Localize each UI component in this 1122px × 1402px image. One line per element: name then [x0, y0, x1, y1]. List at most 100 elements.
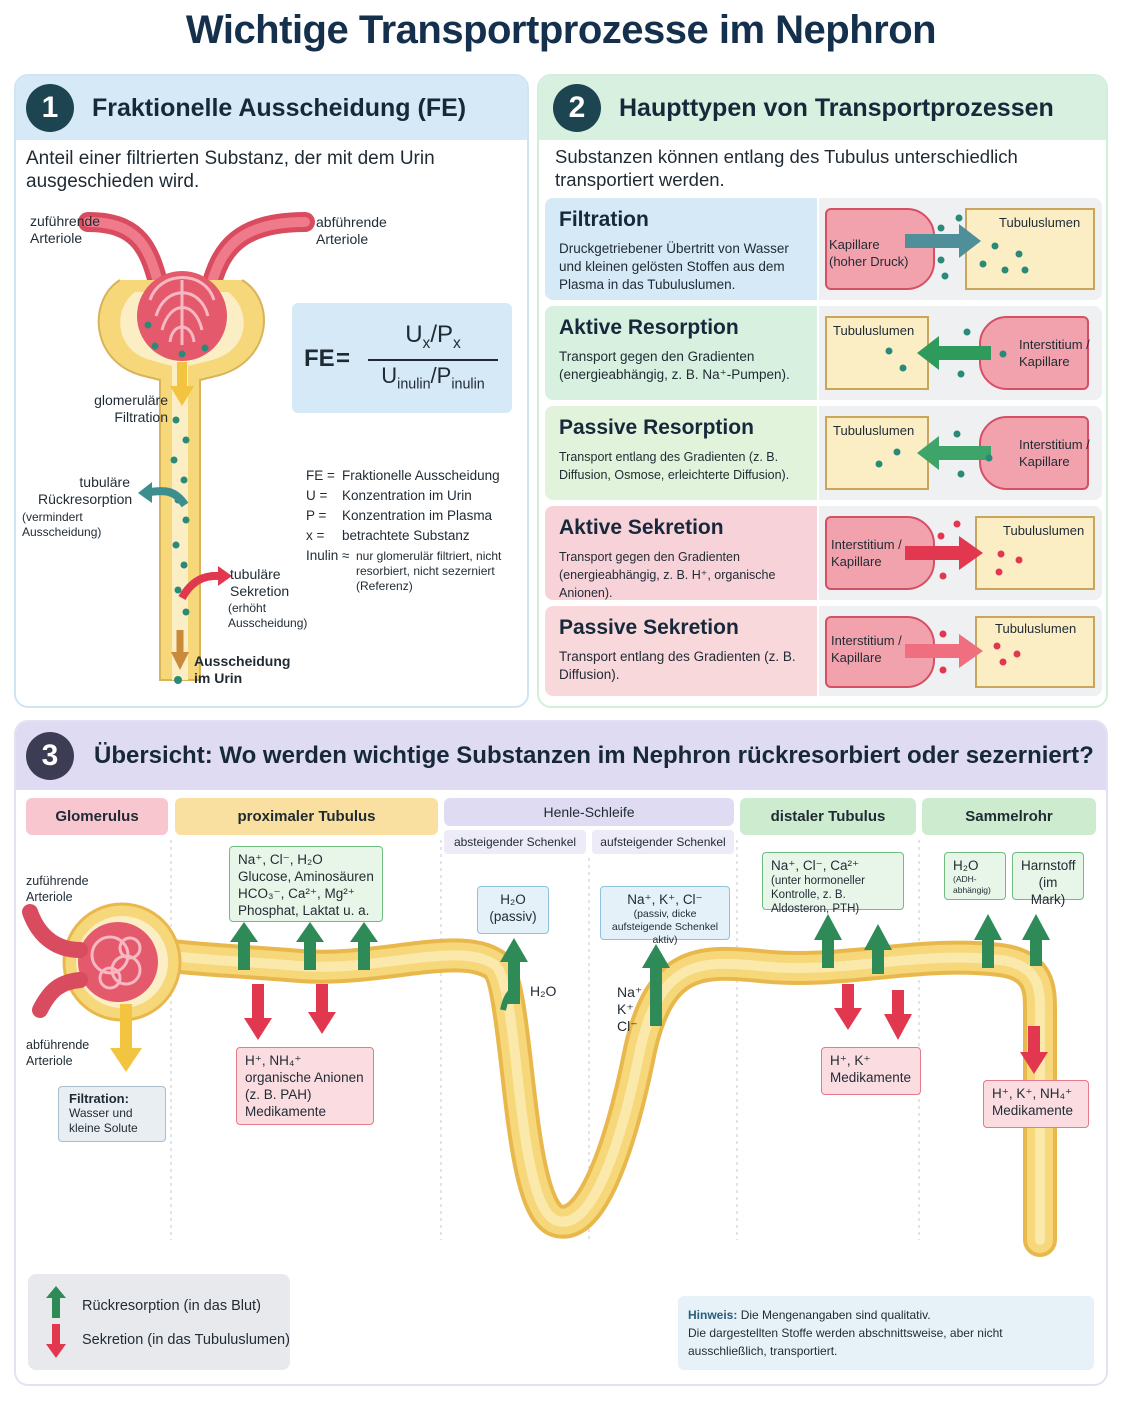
passive-secretion-arrow	[905, 630, 1021, 674]
right-region-label: Tubuluslumen	[999, 215, 1081, 230]
overview-legend: Rückresorption (in das Blut) Sekretion (…	[28, 1274, 290, 1370]
page-title: Wichtige Transportprozesse im Nephron	[185, 8, 937, 52]
panel-2-number: 2	[553, 84, 601, 132]
segment-henle-loop: Henle-Schleife	[444, 798, 734, 826]
overview-afferent-label: zuführende Arteriole	[26, 874, 89, 904]
hint-note: Hinweis: Die Mengenangaben sind qualitat…	[678, 1296, 1094, 1370]
left-region-label: Tubuluslumen	[833, 323, 915, 338]
afferent-arteriole-label: zuführende Arteriole	[30, 213, 101, 246]
right-region-label: Tubuluslumen	[995, 621, 1077, 636]
tubular-reabsorption-label: tubuläre Rückresorption	[38, 474, 133, 507]
panel-3-header: 3 Übersicht: Wo werden wichtige Substanz…	[16, 722, 1106, 790]
panel-2-intro: Substanzen können entlang des Tubulus un…	[555, 146, 1018, 190]
tubular-secretion-note: (erhöht Ausscheidung)	[228, 601, 308, 630]
collecting-secretion-box: H⁺, K⁺, NH₄⁺ Medikamente	[983, 1080, 1089, 1128]
tubular-lumen-shape	[825, 416, 929, 490]
transport-box-visual: Interstitium / Kapillare Tubuluslumen	[819, 606, 1102, 696]
fe-legend-row: FE =Fraktionelle Ausscheidung	[306, 468, 500, 483]
collecting-water-box: H₂O (ADH-abhängig)	[944, 852, 1006, 900]
down-arrow-icon	[46, 1324, 66, 1358]
transport-box-text: Passive Sekretion Transport entlang des …	[545, 606, 817, 696]
panel-1-title: Fraktionelle Ausscheidung (FE)	[92, 94, 467, 122]
segment-proximal-tubule: proximaler Tubulus	[175, 798, 438, 835]
transport-box-active-secretion: Aktive Sekretion Transport gegen den Gra…	[545, 506, 1102, 600]
formula-numerator: Ux/Px	[405, 321, 461, 352]
tubular-lumen-shape	[825, 316, 929, 390]
transport-box-passive-secretion: Passive Sekretion Transport entlang des …	[545, 606, 1102, 696]
transport-box-passive-resorption: Passive Resorption Transport entlang des…	[545, 406, 1102, 500]
up-arrow-icon	[46, 1286, 66, 1318]
capillary-shape	[979, 416, 1089, 490]
segment-distal-tubule: distaler Tubulus	[740, 798, 916, 835]
panel-1-number: 1	[26, 84, 74, 132]
fe-legend-row: x =betrachtete Substanz	[306, 528, 470, 543]
segment-collecting-duct: Sammelrohr	[922, 798, 1096, 835]
transport-box-title: Aktive Sekretion	[559, 516, 724, 539]
segment-henle-descending: absteigender Schenkel	[444, 830, 586, 854]
descending-reabsorption-box: H₂O (passiv)	[477, 886, 549, 934]
transport-box-title: Passive Resorption	[559, 416, 754, 439]
legend-secretion-label: Sekretion (in das Tubuluslumen)	[82, 1332, 290, 1348]
hint-label: Hinweis:	[688, 1308, 738, 1322]
ascending-arrow-label: Na⁺ K⁺ Cl⁻	[617, 984, 643, 1034]
proximal-secretion-box: H⁺, NH₄⁺ organische Anionen (z. B. PAH) …	[236, 1047, 374, 1125]
formula-lhs: FE	[304, 345, 335, 372]
tubular-lumen-shape	[975, 616, 1095, 688]
fe-legend-row: Inulin ≈nur glomerulär filtriert, nicht …	[306, 548, 502, 593]
excretion-label: Ausscheidung im Urin	[194, 653, 291, 686]
formula-denominator: Uinulin/Pinulin	[381, 363, 485, 393]
ascending-reabsorption-box: Na⁺, K⁺, Cl⁻ (passiv, dicke aufsteigende…	[600, 886, 730, 946]
transport-box-desc: Transport entlang des Gradienten (z. B. …	[559, 649, 796, 682]
transport-box-desc: Transport gegen den Gradienten (energiea…	[559, 550, 776, 600]
left-region-label: Kapillare (hoher Druck)	[829, 237, 909, 269]
transport-box-text: Aktive Resorption Transport gegen den Gr…	[545, 306, 817, 400]
tubular-secretion-label: tubuläre Sekretion	[230, 566, 290, 599]
tubular-lumen-shape	[965, 208, 1095, 290]
transport-box-active-resorption: Aktive Resorption Transport gegen den Gr…	[545, 306, 1102, 400]
panel-2-title: Haupttypen von Transportprozessen	[619, 94, 1054, 122]
fe-legend: FE =Fraktionelle Ausscheidung U =Konzent…	[306, 466, 521, 594]
formula-fraction-line	[368, 359, 498, 361]
segment-glomerulus: Glomerulus	[26, 798, 168, 835]
transport-box-text: Filtration Druckgetriebener Übertritt vo…	[545, 198, 817, 300]
panel-1-intro: Anteil einer filtrierten Substanz, der m…	[26, 148, 435, 192]
panel-3-title: Übersicht: Wo werden wichtige Substanzen…	[94, 742, 1094, 769]
transport-box-desc: Transport gegen den Gradienten (energiea…	[559, 349, 790, 382]
transport-box-visual: Interstitium / Kapillare Tubuluslumen	[819, 506, 1102, 600]
transport-box-title: Filtration	[559, 208, 649, 231]
distal-secretion-box: H⁺, K⁺ Medikamente	[821, 1047, 921, 1095]
transport-box-desc: Druckgetriebener Übertritt von Wasser un…	[559, 241, 789, 292]
transport-box-visual: Tubuluslumen Interstitium / Kapillare	[819, 306, 1102, 400]
fe-legend-row: U =Konzentration im Urin	[306, 488, 472, 503]
active-resorption-arrow	[885, 328, 1007, 378]
legend-reabsorption-label: Rückresorption (in das Blut)	[82, 1298, 261, 1314]
panel-2-header: 2 Haupttypen von Transportprozessen	[539, 76, 1106, 140]
transport-box-visual: Tubuluslumen Interstitium / Kapillare	[819, 406, 1102, 500]
transport-box-desc: Transport entlang des Gradienten (z. B. …	[559, 450, 790, 482]
transport-box-title: Passive Sekretion	[559, 616, 739, 639]
filtration-arrow	[905, 214, 1029, 280]
hint-text-2: Die dargestellten Stoffe werden abschnit…	[688, 1326, 1003, 1358]
distal-reabsorption-box: Na⁺, Cl⁻, Ca²⁺ (unter hormoneller Kontro…	[762, 852, 904, 915]
panel-1-header: 1 Fraktionelle Ausscheidung (FE)	[16, 76, 527, 140]
collecting-urea-box: Harnstoff (im Mark)	[1012, 852, 1084, 907]
glomerular-filtration-label: glomeruläre Filtration	[94, 392, 168, 425]
segment-henle-ascending: aufsteigender Schenkel	[592, 830, 734, 854]
fe-legend-row: P =Konzentration im Plasma	[306, 508, 493, 523]
formula-equals: =	[336, 345, 351, 372]
proximal-reabsorption-box: Na⁺, Cl⁻, H₂O Glucose, Aminosäuren HCO₃⁻…	[229, 846, 383, 922]
active-secretion-arrow	[905, 520, 1023, 580]
passive-resorption-arrow	[875, 430, 993, 478]
transport-box-title: Aktive Resorption	[559, 316, 739, 339]
transport-box-text: Passive Resorption Transport entlang des…	[545, 406, 817, 500]
left-region-label: Interstitium / Kapillare	[831, 633, 902, 665]
transport-box-visual: Kapillare (hoher Druck) Tubuluslumen	[819, 198, 1102, 300]
hint-text-1: Die Mengenangaben sind qualitativ.	[740, 1308, 931, 1322]
transport-box-filtration: Filtration Druckgetriebener Übertritt vo…	[545, 198, 1102, 300]
left-region-label: Interstitium / Kapillare	[831, 537, 902, 569]
overview-efferent-label: abführende Arteriole	[26, 1038, 90, 1068]
left-region-label: Tubuluslumen	[833, 423, 915, 438]
